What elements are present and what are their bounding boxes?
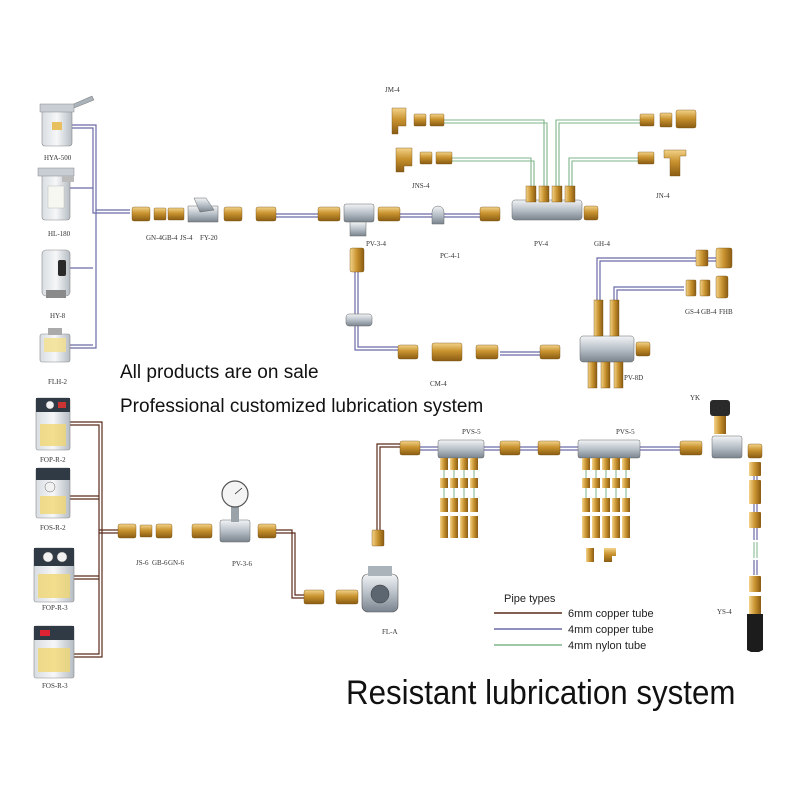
fitting-pair-c — [191, 523, 277, 539]
label-gh-4: GH-4 — [594, 240, 610, 248]
label-fos-r-2: FOS-R-2 — [40, 524, 66, 532]
fitting-gb-6 — [139, 524, 153, 538]
label-hl-180: HL-180 — [48, 230, 71, 238]
distributor-pv-4 — [511, 185, 583, 221]
label-ys-4: YS-4 — [717, 608, 732, 616]
label-gb-4-b: GB-4 — [701, 308, 717, 316]
legend-item-4mm-copper: 4mm copper tube — [568, 624, 654, 636]
switch-yk — [710, 400, 763, 459]
legend-item-4mm-nylon: 4mm nylon tube — [568, 640, 646, 652]
pump-hy-8 — [41, 249, 71, 298]
label-pv-3-6: PV-3-6 — [232, 560, 252, 568]
label-jm-4: JM-4 — [385, 86, 400, 94]
label-fl-a: FL-A — [382, 628, 398, 636]
label-gs-4: GS-4 — [685, 308, 700, 316]
clamp-pc-4-1 — [431, 205, 445, 225]
pump-fos-r-3 — [33, 625, 75, 679]
label-pv-3-4: PV-3-4 — [366, 240, 386, 248]
fittings-lower-line — [399, 440, 703, 456]
label-hy-8: HY-8 — [50, 312, 66, 320]
pipe-legend: Pipe types 6mm copper tube 4mm copper tu… — [504, 593, 654, 652]
label-cm-4: CM-4 — [430, 380, 447, 388]
distributor-pvs-5-a — [437, 439, 485, 538]
label-jn-4: JN-4 — [656, 192, 670, 200]
label-fop-r-2: FOP-R-2 — [40, 456, 66, 464]
label-flh-2: FLH-2 — [48, 378, 68, 386]
pump-hl-180 — [37, 167, 75, 221]
filter-fy-20 — [187, 197, 219, 223]
fitting-before-pv4 — [479, 206, 501, 222]
elbow-jn-4 — [637, 149, 687, 177]
label-pv-4: PV-4 — [534, 240, 549, 248]
fitting-js-6 — [117, 523, 137, 539]
tee-pv-3-4 — [343, 203, 375, 273]
fitting-to-fl-a — [303, 529, 385, 605]
label-pc-4-1: PC-4-1 — [440, 252, 461, 260]
cm-4-connector — [397, 342, 561, 362]
legend-title: Pipe types — [504, 593, 556, 605]
label-gb-6: GB-6 — [152, 559, 168, 567]
nozzle-ys-4 — [747, 596, 763, 652]
fitting-gb-4 — [153, 207, 167, 221]
pump-hya-500 — [39, 95, 95, 147]
label-js-6: JS-6 — [136, 559, 149, 567]
label-js-4: JS-4 — [180, 234, 193, 242]
headline-custom: Professional customized lubrication syst… — [120, 396, 484, 417]
plug-gh-4 — [583, 205, 599, 221]
label-fop-r-3: FOP-R-3 — [42, 604, 68, 612]
fitting-pair-b — [317, 206, 401, 222]
elbow-jns-4 — [395, 147, 453, 173]
headline-sale: All products are on sale — [120, 362, 319, 383]
label-fos-r-3: FOS-R-3 — [42, 682, 68, 690]
label-yk: YK — [690, 394, 700, 402]
label-gb-4: GB-4 — [162, 234, 178, 242]
label-pv-8d: PV-8D — [624, 374, 643, 382]
label-gn-6: GN-6 — [168, 559, 184, 567]
fitting-gn-6 — [155, 523, 173, 539]
legend-item-6mm-copper: 6mm copper tube — [568, 608, 654, 620]
fitting-js-4 — [167, 207, 185, 221]
label-pvs-5-b: PVS-5 — [616, 428, 635, 436]
label-fy-20: FY-20 — [200, 234, 218, 242]
filter-fl-a — [361, 566, 399, 613]
pump-flh-2 — [39, 328, 71, 363]
elbow-jm-4 — [391, 107, 445, 135]
label-jns-4: JNS-4 — [412, 182, 430, 190]
label-gn-4: GN-4 — [146, 234, 162, 242]
clamp-vertical — [345, 313, 373, 327]
diagram-title: Resistant lubrication system — [346, 674, 736, 712]
fittings-gs-gb-fhb — [685, 247, 733, 299]
fitting-gn-4 — [131, 206, 151, 222]
pipe-network — [66, 119, 758, 658]
fitting-right-top — [639, 109, 697, 129]
label-fhb: FHB — [719, 308, 733, 316]
pump-fos-r-2 — [35, 467, 71, 519]
distributor-pvs-5-b — [577, 439, 641, 562]
label-hya-500: HYA-500 — [44, 154, 72, 162]
tee-pv-3-6 — [219, 480, 251, 543]
vertical-fittings-right — [749, 462, 761, 592]
pump-fop-r-3 — [33, 547, 75, 603]
pump-fop-r-2 — [35, 397, 71, 451]
distributor-pv-8d — [579, 299, 651, 389]
fitting-pair-a — [223, 206, 277, 222]
label-pvs-5-a: PVS-5 — [462, 428, 481, 436]
part-labels: HYA-500 HL-180 HY-8 FLH-2 FOP-R-2 FOS-R-… — [40, 86, 733, 690]
